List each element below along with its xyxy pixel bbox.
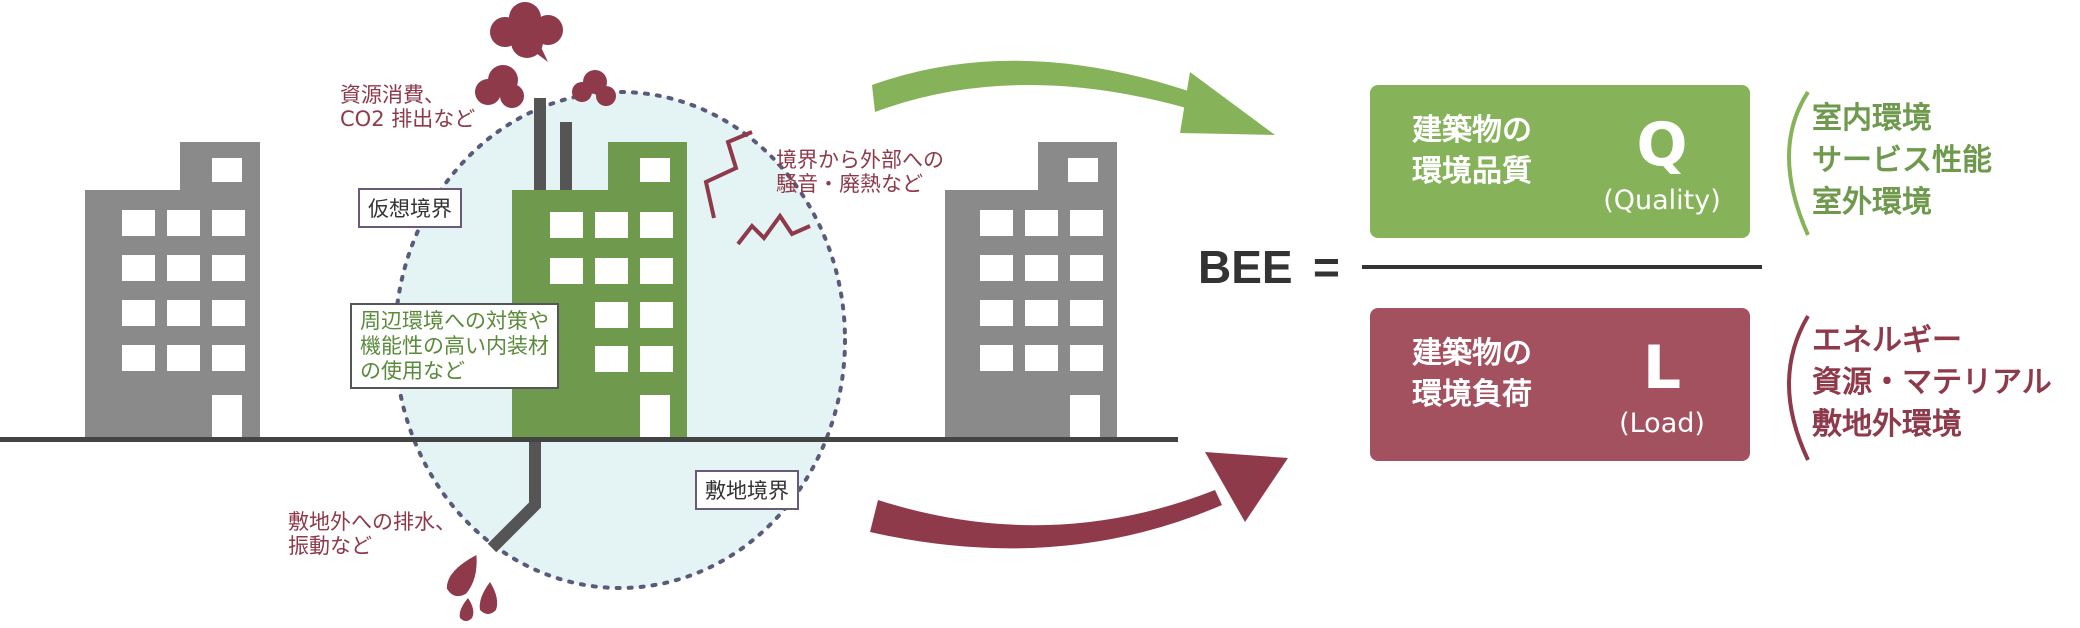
load-bracket — [1787, 314, 1810, 461]
chimney-right — [560, 122, 572, 198]
quality-items: 室内環境 サービス性能 室外環境 — [1812, 101, 1992, 220]
equals-sign: = — [1313, 241, 1340, 293]
center-building-windows — [550, 158, 673, 440]
quality-letter: Q — [1636, 110, 1688, 180]
quality-panel: 建築物の 環境品質 Q (Quality) — [1370, 85, 1750, 238]
resource-co2-label: 資源消費、 CO2 排出など — [340, 83, 476, 132]
load-items: エネルギー 資源・マテリアル 敷地外環境 — [1812, 323, 2052, 442]
load-arrow — [870, 452, 1288, 549]
fraction-bar — [1362, 265, 1762, 269]
noise-label: 境界から外部への 騒音・廃熱など — [776, 148, 944, 197]
bee-label: BEE — [1198, 241, 1293, 293]
quality-bracket — [1787, 90, 1810, 236]
quality-sub: (Quality) — [1603, 185, 1721, 216]
drain-pipe — [487, 442, 541, 553]
load-letter: L — [1642, 333, 1682, 403]
virtual-boundary-label: 仮想境界 — [358, 188, 462, 228]
load-sub: (Load) — [1619, 408, 1705, 439]
noise-zigzag-top — [703, 130, 753, 219]
water-drops — [446, 554, 498, 621]
left-building-windows — [122, 158, 245, 440]
load-panel: 建築物の 環境負荷 L (Load) — [1370, 308, 1750, 461]
chimney-left — [534, 98, 546, 198]
ground-line — [0, 437, 1178, 442]
site-boundary-label: 敷地境界 — [695, 470, 799, 510]
quality-arrow — [872, 60, 1275, 135]
drainage-label: 敷地外への排水、 振動など — [288, 510, 456, 559]
right-building-windows — [980, 158, 1103, 440]
smoke-puffs — [475, 2, 616, 108]
noise-zigzag-bottom — [736, 212, 811, 246]
quality-title: 建築物の 環境品質 — [1412, 113, 1532, 189]
load-title: 建築物の 環境負荷 — [1412, 336, 1532, 412]
measures-label: 周辺環境への対策や 機能性の高い内装材 の使用など — [350, 303, 559, 390]
